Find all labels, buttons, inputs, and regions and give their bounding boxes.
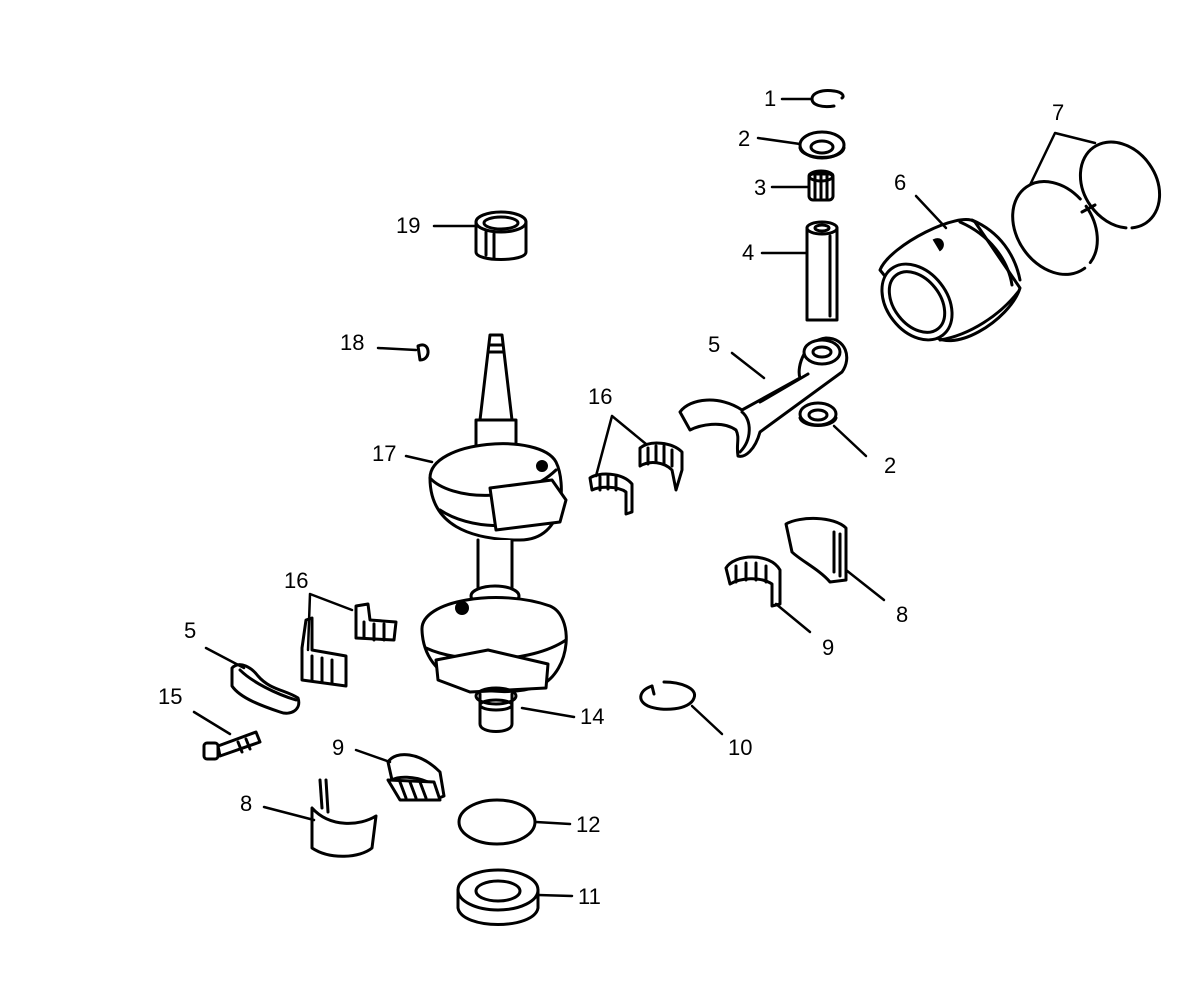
part-7-piston-rings xyxy=(1011,140,1162,276)
callout-7: 7 xyxy=(1052,100,1064,125)
callout-10: 10 xyxy=(728,735,752,760)
part-5-rod-cap xyxy=(230,663,301,715)
callout-16-lower: 16 xyxy=(284,568,308,593)
part-11-oil-seal xyxy=(456,868,540,926)
callout-17: 17 xyxy=(372,441,396,466)
part-2-thrust-washer-upper xyxy=(798,130,846,160)
part-19-main-bearing xyxy=(474,210,528,261)
callout-11: 11 xyxy=(578,884,601,909)
callout-16-upper: 16 xyxy=(588,384,612,409)
leader-lines xyxy=(192,97,1097,898)
callout-12: 12 xyxy=(576,812,600,837)
callout-19: 19 xyxy=(396,213,420,238)
part-10-retaining-ring xyxy=(639,680,697,711)
callout-1: 1 xyxy=(764,86,776,111)
callout-6: 6 xyxy=(894,170,906,195)
callout-18: 18 xyxy=(340,330,364,355)
part-4-wrist-pin xyxy=(805,220,839,322)
part-18-woodruff-key xyxy=(416,343,430,362)
callout-labels: 1 2 3 4 5 6 7 2 19 18 16 17 8 9 16 5 15 … xyxy=(158,86,1064,909)
callout-5-rod: 5 xyxy=(708,332,720,357)
callout-3: 3 xyxy=(754,175,766,200)
callout-5-cap: 5 xyxy=(184,618,196,643)
part-9-needle-cage-right xyxy=(724,555,782,608)
callout-8-lower: 8 xyxy=(240,791,252,816)
part-3-needle-bearing xyxy=(807,169,835,202)
part-9-needle-cage-lower xyxy=(386,753,446,802)
callout-14: 14 xyxy=(580,704,604,729)
part-8-bearing-shell-right xyxy=(784,516,848,584)
part-2-thrust-washer-lower xyxy=(798,401,838,427)
part-6-piston xyxy=(878,218,1022,343)
callout-2-upper: 2 xyxy=(738,126,750,151)
callout-9-right: 9 xyxy=(822,635,834,660)
callout-9-lower: 9 xyxy=(332,735,344,760)
part-17-crankshaft xyxy=(420,333,568,733)
callout-2-lower: 2 xyxy=(884,453,896,478)
part-14-crank-seal xyxy=(478,698,514,712)
part-1-retaining-clip xyxy=(810,89,845,109)
part-16-needle-cages-upper xyxy=(588,441,684,516)
part-12-o-ring xyxy=(457,798,537,846)
part-8-bearing-shell-lower xyxy=(310,778,378,858)
callout-15: 15 xyxy=(158,684,182,709)
part-5-connecting-rod xyxy=(678,336,849,458)
callout-8-right: 8 xyxy=(896,602,908,627)
part-16-needle-cages-lower xyxy=(300,602,398,688)
part-15-rod-bolt xyxy=(202,730,262,761)
callout-4: 4 xyxy=(742,240,754,265)
